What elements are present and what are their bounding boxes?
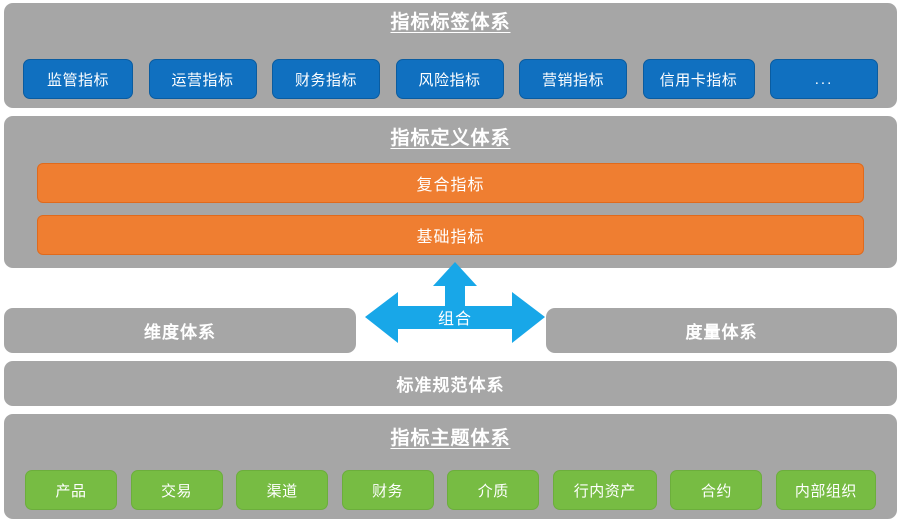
box-measure-system[interactable]: 度量体系 — [546, 308, 897, 353]
tag-chip-3[interactable]: 风险指标 — [395, 59, 504, 99]
tag-chip-row: 监管指标运营指标财务指标风险指标营销指标信用卡指标... — [23, 59, 878, 99]
panel-definition-system-title: 指标定义体系 — [390, 128, 511, 149]
theme-chip-0[interactable]: 产品 — [25, 470, 117, 510]
bar-standard-system[interactable]: 标准规范体系 — [4, 361, 897, 406]
theme-chip-6[interactable]: 合约 — [670, 470, 763, 510]
theme-chip-5[interactable]: 行内资产 — [552, 470, 657, 510]
tag-chip-0[interactable]: 监管指标 — [23, 59, 133, 99]
theme-chip-row: 产品交易渠道财务介质行内资产合约内部组织 — [25, 470, 876, 510]
tag-chip-5[interactable]: 信用卡指标 — [642, 59, 755, 99]
panel-theme-system: 指标主题体系 产品交易渠道财务介质行内资产合约内部组织 — [4, 414, 897, 519]
bar-basic-indicator[interactable]: 基础指标 — [37, 215, 864, 255]
panel-theme-system-title: 指标主题体系 — [390, 428, 511, 449]
panel-tag-system-title: 指标标签体系 — [390, 12, 511, 33]
combine-arrow-group: 组合 — [365, 262, 545, 348]
box-dimension-system[interactable]: 维度体系 — [4, 308, 356, 353]
tag-chip-6[interactable]: ... — [770, 59, 878, 99]
panel-tag-system: 指标标签体系 监管指标运营指标财务指标风险指标营销指标信用卡指标... — [4, 3, 897, 108]
theme-chip-4[interactable]: 介质 — [447, 470, 540, 510]
tag-chip-1[interactable]: 运营指标 — [148, 59, 257, 99]
theme-chip-1[interactable]: 交易 — [130, 470, 223, 510]
tag-chip-4[interactable]: 营销指标 — [519, 59, 627, 99]
theme-chip-3[interactable]: 财务 — [341, 470, 434, 510]
tag-chip-2[interactable]: 财务指标 — [272, 59, 380, 99]
theme-chip-7[interactable]: 内部组织 — [775, 470, 876, 510]
tri-directional-arrow-icon — [365, 262, 545, 343]
theme-chip-2[interactable]: 渠道 — [236, 470, 329, 510]
bar-composite-indicator[interactable]: 复合指标 — [37, 163, 864, 203]
